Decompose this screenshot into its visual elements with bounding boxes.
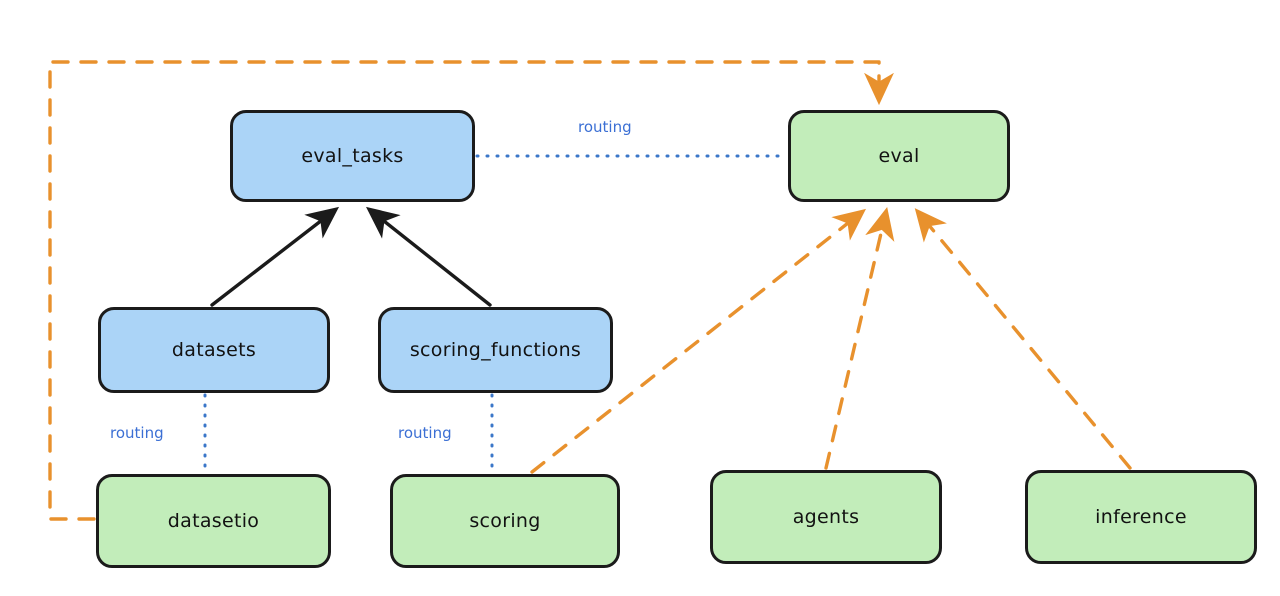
node-eval-tasks[interactable]: eval_tasks: [230, 110, 475, 202]
node-label: datasetio: [167, 510, 260, 532]
node-label: agents: [792, 506, 860, 528]
node-label: scoring_functions: [409, 339, 582, 361]
node-label: eval_tasks: [301, 145, 404, 167]
node-scoring[interactable]: scoring: [390, 474, 620, 568]
node-label: eval: [878, 145, 920, 167]
node-label: inference: [1095, 506, 1187, 528]
edge-agents-to-eval: [824, 207, 895, 470]
edge-label-routing-eval-tasks-eval: routing: [578, 118, 632, 136]
edge-label-routing-scoring-functions-scoring: routing: [398, 424, 452, 442]
edge-label-routing-datasets-datasetio: routing: [110, 424, 164, 442]
edge-datasets-to-eval-tasks: [210, 206, 340, 307]
edge-inference-to-eval: [914, 208, 1132, 470]
edge-scoring-to-eval: [530, 208, 867, 474]
edge-scoring-functions-to-eval-tasks: [366, 206, 492, 307]
node-eval[interactable]: eval: [788, 110, 1010, 202]
node-scoring-functions[interactable]: scoring_functions: [378, 307, 613, 393]
node-agents[interactable]: agents: [710, 470, 942, 564]
node-datasetio[interactable]: datasetio: [96, 474, 331, 568]
node-label: datasets: [171, 339, 257, 361]
node-label: scoring: [469, 510, 541, 532]
edge-datasetio-to-eval: [48, 60, 894, 521]
node-datasets[interactable]: datasets: [98, 307, 330, 393]
node-inference[interactable]: inference: [1025, 470, 1257, 564]
